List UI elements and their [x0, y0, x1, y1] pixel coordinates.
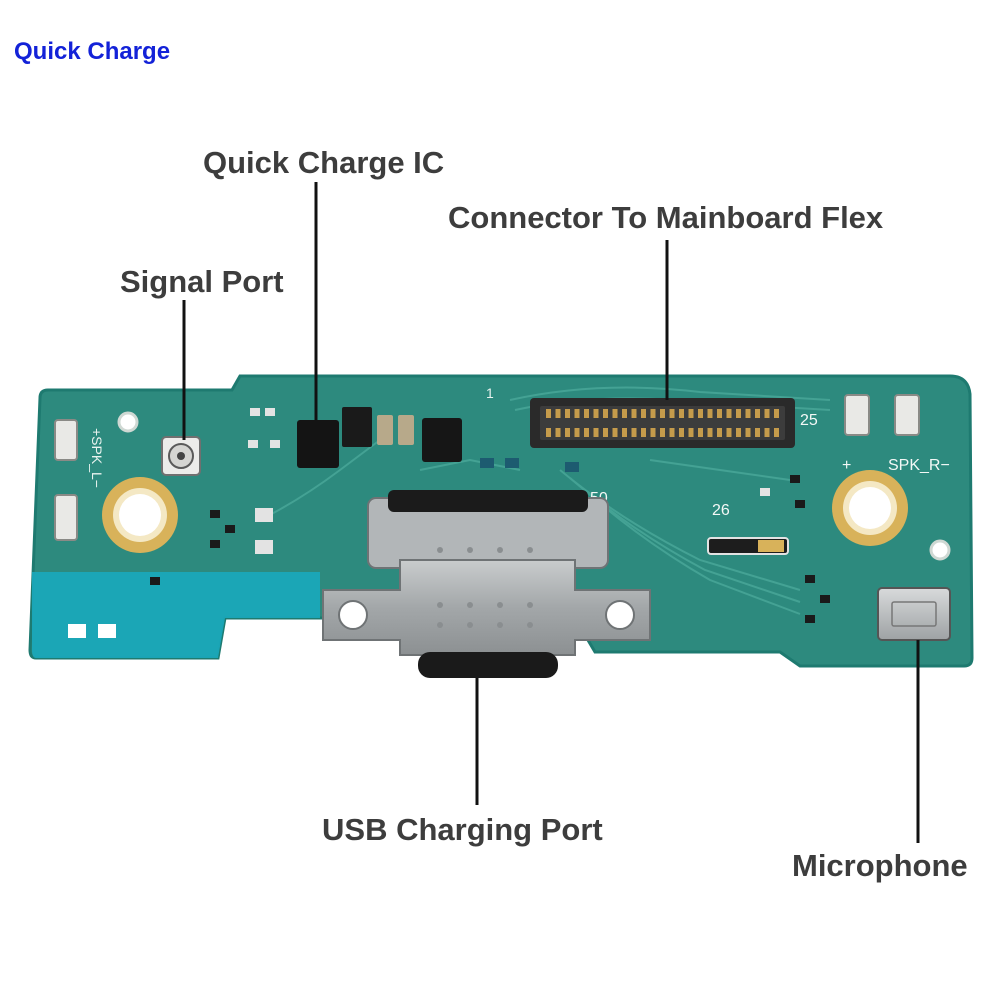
connector-pin [546, 409, 551, 418]
silk-plus: + [842, 457, 851, 474]
connector-pin [707, 409, 713, 418]
connector-pin [641, 409, 646, 418]
connector-pin [745, 428, 751, 437]
connector-pin [612, 428, 618, 437]
connector-pin [679, 409, 684, 418]
connector-pin [774, 428, 779, 437]
label-connector: Connector To Mainboard Flex [448, 200, 884, 235]
connector-pin [622, 428, 627, 437]
connector-pin [745, 409, 751, 418]
pcb-flex-strip [32, 572, 320, 658]
connector-pin [584, 409, 589, 418]
small-hole-right [929, 539, 951, 561]
silk-pin26: 26 [712, 502, 730, 519]
connector-pin [593, 428, 599, 437]
connector-pin [679, 428, 684, 437]
silk-pin25: 25 [800, 412, 818, 429]
connector-pin [669, 409, 675, 418]
quick-charge-ic [297, 420, 339, 468]
mounting-hole-right [832, 470, 908, 546]
speaker-pads-left [54, 419, 78, 541]
silk-spk-r: SPK_R− [888, 457, 950, 474]
connector-pin [565, 409, 570, 418]
connector-pin [688, 428, 694, 437]
connector-pin [717, 428, 722, 437]
connector-pin [755, 409, 760, 418]
label-usb-charging-port: USB Charging Port [322, 812, 603, 847]
label-microphone: Microphone [792, 848, 968, 883]
label-signal-port: Signal Port [120, 264, 284, 299]
connector-pin [584, 428, 589, 437]
connector-pin [698, 409, 703, 418]
connector-pin [698, 428, 703, 437]
connector-pin [774, 409, 779, 418]
connector-pin [555, 409, 561, 418]
connector-pin [603, 428, 608, 437]
connector-pin [631, 428, 637, 437]
connector-pin [764, 428, 770, 437]
mainboard-connector [530, 398, 795, 448]
header-title: Quick Charge [14, 38, 171, 65]
silk-spk-l: +SPK_L− [89, 428, 105, 488]
smd-components [68, 407, 830, 638]
connector-pin [603, 409, 608, 418]
usb-charging-port [322, 490, 651, 678]
connector-pin [555, 428, 561, 437]
connector-pin [574, 409, 580, 418]
connector-pin [669, 428, 675, 437]
connector-pin [631, 409, 637, 418]
connector-pin [736, 428, 741, 437]
connector-pin [574, 428, 580, 437]
connector-pin [707, 428, 713, 437]
connector-pin [764, 409, 770, 418]
connector-pin [546, 428, 551, 437]
connector-pin [660, 409, 665, 418]
connector-pin [717, 409, 722, 418]
connector-pin [755, 428, 760, 437]
connector-pin [565, 428, 570, 437]
connector-pin [612, 409, 618, 418]
connector-pin [736, 409, 741, 418]
connector-pin [688, 409, 694, 418]
connector-pin [593, 409, 599, 418]
connector-pin [650, 428, 656, 437]
microphone-component [877, 587, 951, 641]
label-quick-charge-ic: Quick Charge IC [203, 145, 445, 180]
connector-pin [622, 409, 627, 418]
connector-pin [641, 428, 646, 437]
connector-pin [726, 409, 732, 418]
signal-port [161, 436, 201, 476]
leader-lines [182, 182, 920, 843]
connector-pin [660, 428, 665, 437]
speaker-pads-right [844, 394, 920, 436]
small-hole-left [117, 411, 139, 433]
connector-pin [650, 409, 656, 418]
connector-pin [726, 428, 732, 437]
mounting-hole-left [102, 477, 178, 553]
silk-pin1: 1 [486, 385, 494, 401]
